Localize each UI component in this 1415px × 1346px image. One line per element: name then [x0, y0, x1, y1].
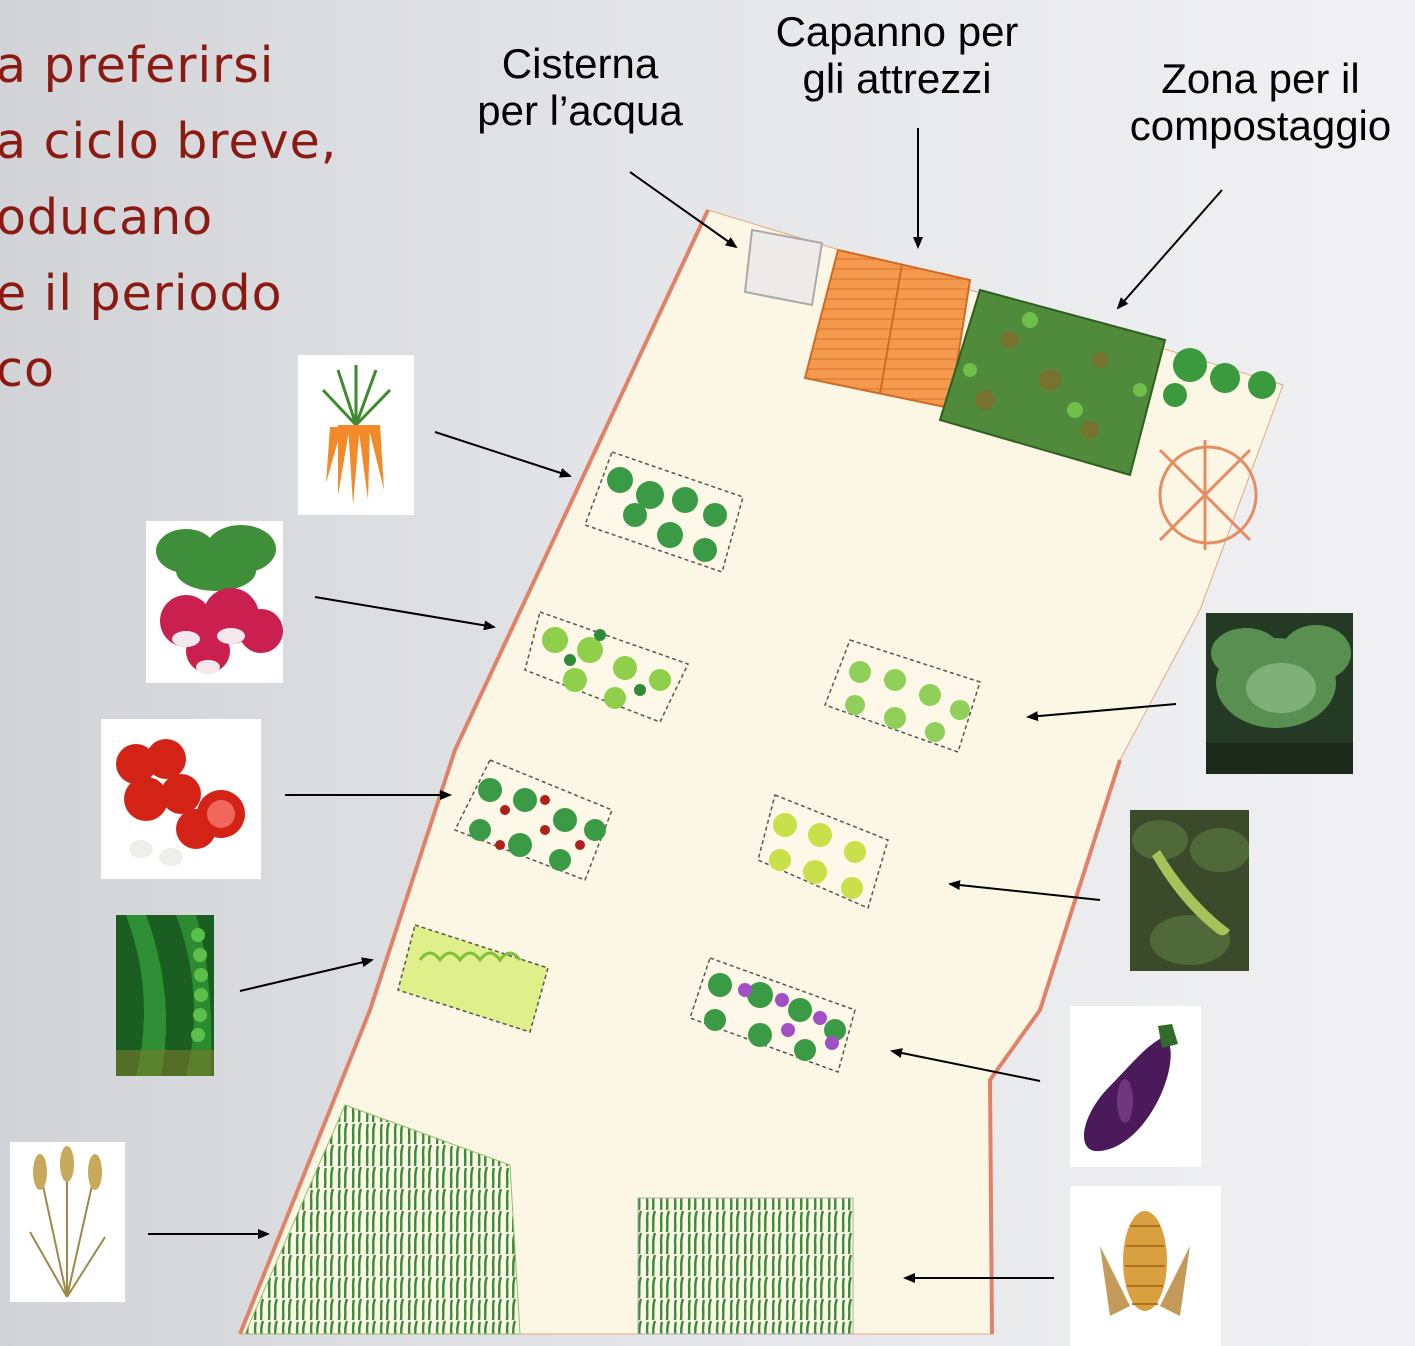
carrot-bed — [584, 451, 744, 573]
lettuce-image — [1206, 613, 1353, 774]
intro-line: a ciclo breve, — [0, 113, 338, 170]
eggplant-bed — [689, 957, 856, 1073]
arrow-radish — [314, 596, 496, 631]
bean-bed — [757, 793, 889, 910]
wheat-field — [244, 1104, 521, 1335]
pea-bed — [397, 924, 549, 1033]
intro-text: a preferirsi a ciclo breve, oducano e il… — [0, 28, 426, 408]
radish-image — [146, 521, 283, 683]
compost-label-line: compostaggio — [1129, 102, 1392, 149]
shed-label: Capanno per gli attrezzi — [752, 8, 1042, 102]
wheat-icon — [10, 1142, 125, 1302]
cistern-label-line: per l’acqua — [477, 87, 683, 134]
left-fence — [238, 209, 710, 1335]
bean-icon — [1130, 810, 1249, 971]
hedge-shrubs — [1163, 348, 1276, 407]
intro-line: a preferirsi — [0, 37, 275, 94]
right-fence — [987, 759, 1122, 1335]
cistern-label: Cisterna per l’acqua — [460, 40, 700, 134]
arrow-pea — [239, 957, 374, 992]
cistern — [743, 228, 824, 307]
shed-label-line: gli attrezzi — [802, 55, 992, 102]
arrow-eggplant — [890, 1048, 1041, 1082]
tomato-image — [101, 719, 261, 879]
eggplant-icon — [1070, 1006, 1201, 1167]
arrow-cistern — [629, 171, 738, 249]
compost-label-line: Zona per il — [1161, 55, 1360, 102]
arrow-carrot — [434, 431, 572, 478]
arrow-compost — [1116, 189, 1223, 310]
corn-field — [637, 1197, 854, 1335]
pea-icon — [116, 915, 214, 1076]
carrot-image — [298, 355, 414, 515]
intro-line: e il periodo — [0, 265, 283, 322]
arrow-bean — [948, 880, 1101, 901]
wheat-image — [10, 1142, 125, 1302]
bean-image — [1130, 810, 1249, 971]
shed-label-line: Capanno per — [775, 8, 1019, 55]
corn-image — [1070, 1186, 1221, 1346]
lettuce-icon — [1206, 613, 1353, 774]
eggplant-image — [1070, 1006, 1201, 1167]
intro-line: co — [0, 341, 55, 398]
pea-image — [116, 915, 214, 1076]
lettuce-bed — [824, 639, 981, 753]
tomato-bed — [453, 759, 613, 881]
tomato-icon — [101, 719, 261, 879]
radish-icon — [146, 521, 283, 683]
corn-icon — [1070, 1186, 1221, 1346]
intro-line: oducano — [0, 189, 214, 246]
compost-label: Zona per il compostaggio — [1108, 55, 1413, 149]
cistern-label-line: Cisterna — [501, 40, 659, 87]
arrow-lettuce — [1026, 703, 1177, 722]
carrot-icon — [298, 355, 414, 515]
radish-bed — [524, 611, 690, 723]
